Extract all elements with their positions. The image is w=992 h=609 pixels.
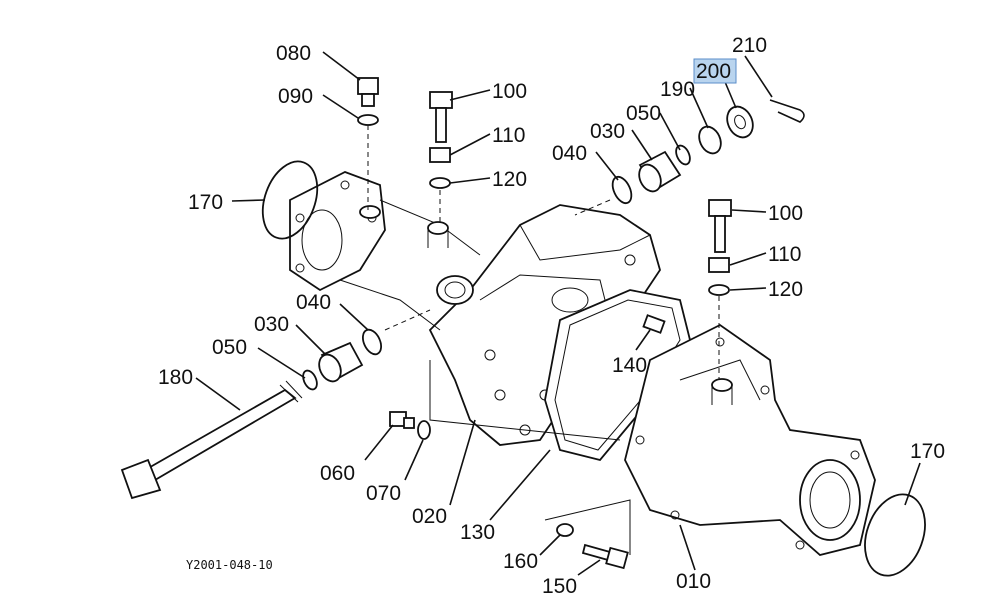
o-ring-050-bottom — [302, 369, 318, 391]
label-040-top[interactable]: 040 — [552, 142, 587, 165]
label-130[interactable]: 130 — [460, 521, 495, 544]
label-060[interactable]: 060 — [320, 462, 355, 485]
bolt-150 — [581, 543, 629, 570]
label-160[interactable]: 160 — [503, 550, 538, 573]
label-050-top[interactable]: 050 — [626, 102, 661, 125]
washer-120-right — [708, 284, 730, 296]
label-010[interactable]: 010 — [676, 570, 711, 593]
bolt-100-top — [429, 91, 453, 143]
figure-id: Y2001-048-10 — [186, 558, 273, 572]
centerline-140 — [429, 360, 621, 441]
left-tube-housing — [289, 171, 481, 331]
label-210[interactable]: 210 — [732, 34, 767, 57]
label-110-right[interactable]: 110 — [768, 243, 801, 266]
washer-160 — [556, 523, 574, 537]
washer-070 — [417, 420, 431, 440]
plug-080 — [357, 77, 379, 107]
o-ring-040-top — [611, 175, 633, 205]
castle-nut-200 — [726, 105, 754, 139]
label-050-bottom[interactable]: 050 — [212, 336, 247, 359]
label-120-top[interactable]: 120 — [492, 168, 527, 191]
o-ring-170-left — [261, 160, 319, 240]
o-ring-170-right — [864, 493, 926, 577]
nut-110-top — [429, 147, 451, 163]
plug-060 — [389, 411, 415, 429]
selected-part-highlight — [693, 58, 737, 84]
centerline-upper — [574, 199, 611, 216]
bushing-030-bottom — [318, 341, 364, 383]
label-080[interactable]: 080 — [276, 42, 311, 65]
label-020[interactable]: 020 — [412, 505, 447, 528]
washer-190 — [698, 125, 722, 155]
bolt-100-right — [708, 199, 732, 253]
nut-110-right — [708, 257, 730, 273]
gear-case-020 — [428, 204, 661, 446]
label-100-top[interactable]: 100 — [492, 80, 527, 103]
label-180[interactable]: 180 — [158, 366, 193, 389]
label-120-right[interactable]: 120 — [768, 278, 803, 301]
centerline-lower — [384, 309, 431, 331]
label-030-bottom[interactable]: 030 — [254, 313, 289, 336]
centerline-150 — [544, 499, 631, 555]
bushing-030-top — [638, 150, 682, 193]
label-150[interactable]: 150 — [542, 575, 577, 598]
label-070[interactable]: 070 — [366, 482, 401, 505]
label-170-right[interactable]: 170 — [910, 440, 945, 463]
axle-case-010 — [624, 323, 876, 556]
label-140[interactable]: 140 — [612, 354, 647, 377]
washer-090 — [357, 114, 379, 126]
shaft-180 — [120, 380, 303, 500]
o-ring-050-top — [675, 144, 691, 166]
o-ring-040-bottom — [362, 328, 382, 356]
label-190[interactable]: 190 — [660, 78, 695, 101]
label-200[interactable]: 200 — [696, 60, 731, 83]
label-170-left[interactable]: 170 — [188, 191, 223, 214]
cotter-pin-210 — [769, 99, 805, 123]
label-040-bottom[interactable]: 040 — [296, 291, 331, 314]
label-090[interactable]: 090 — [278, 85, 313, 108]
label-030-top[interactable]: 030 — [590, 120, 625, 143]
leader-lines — [195, 51, 921, 576]
label-110-top[interactable]: 110 — [492, 124, 525, 147]
washer-120-top — [429, 177, 451, 189]
label-100-right[interactable]: 100 — [768, 202, 803, 225]
pin-140 — [642, 314, 666, 334]
